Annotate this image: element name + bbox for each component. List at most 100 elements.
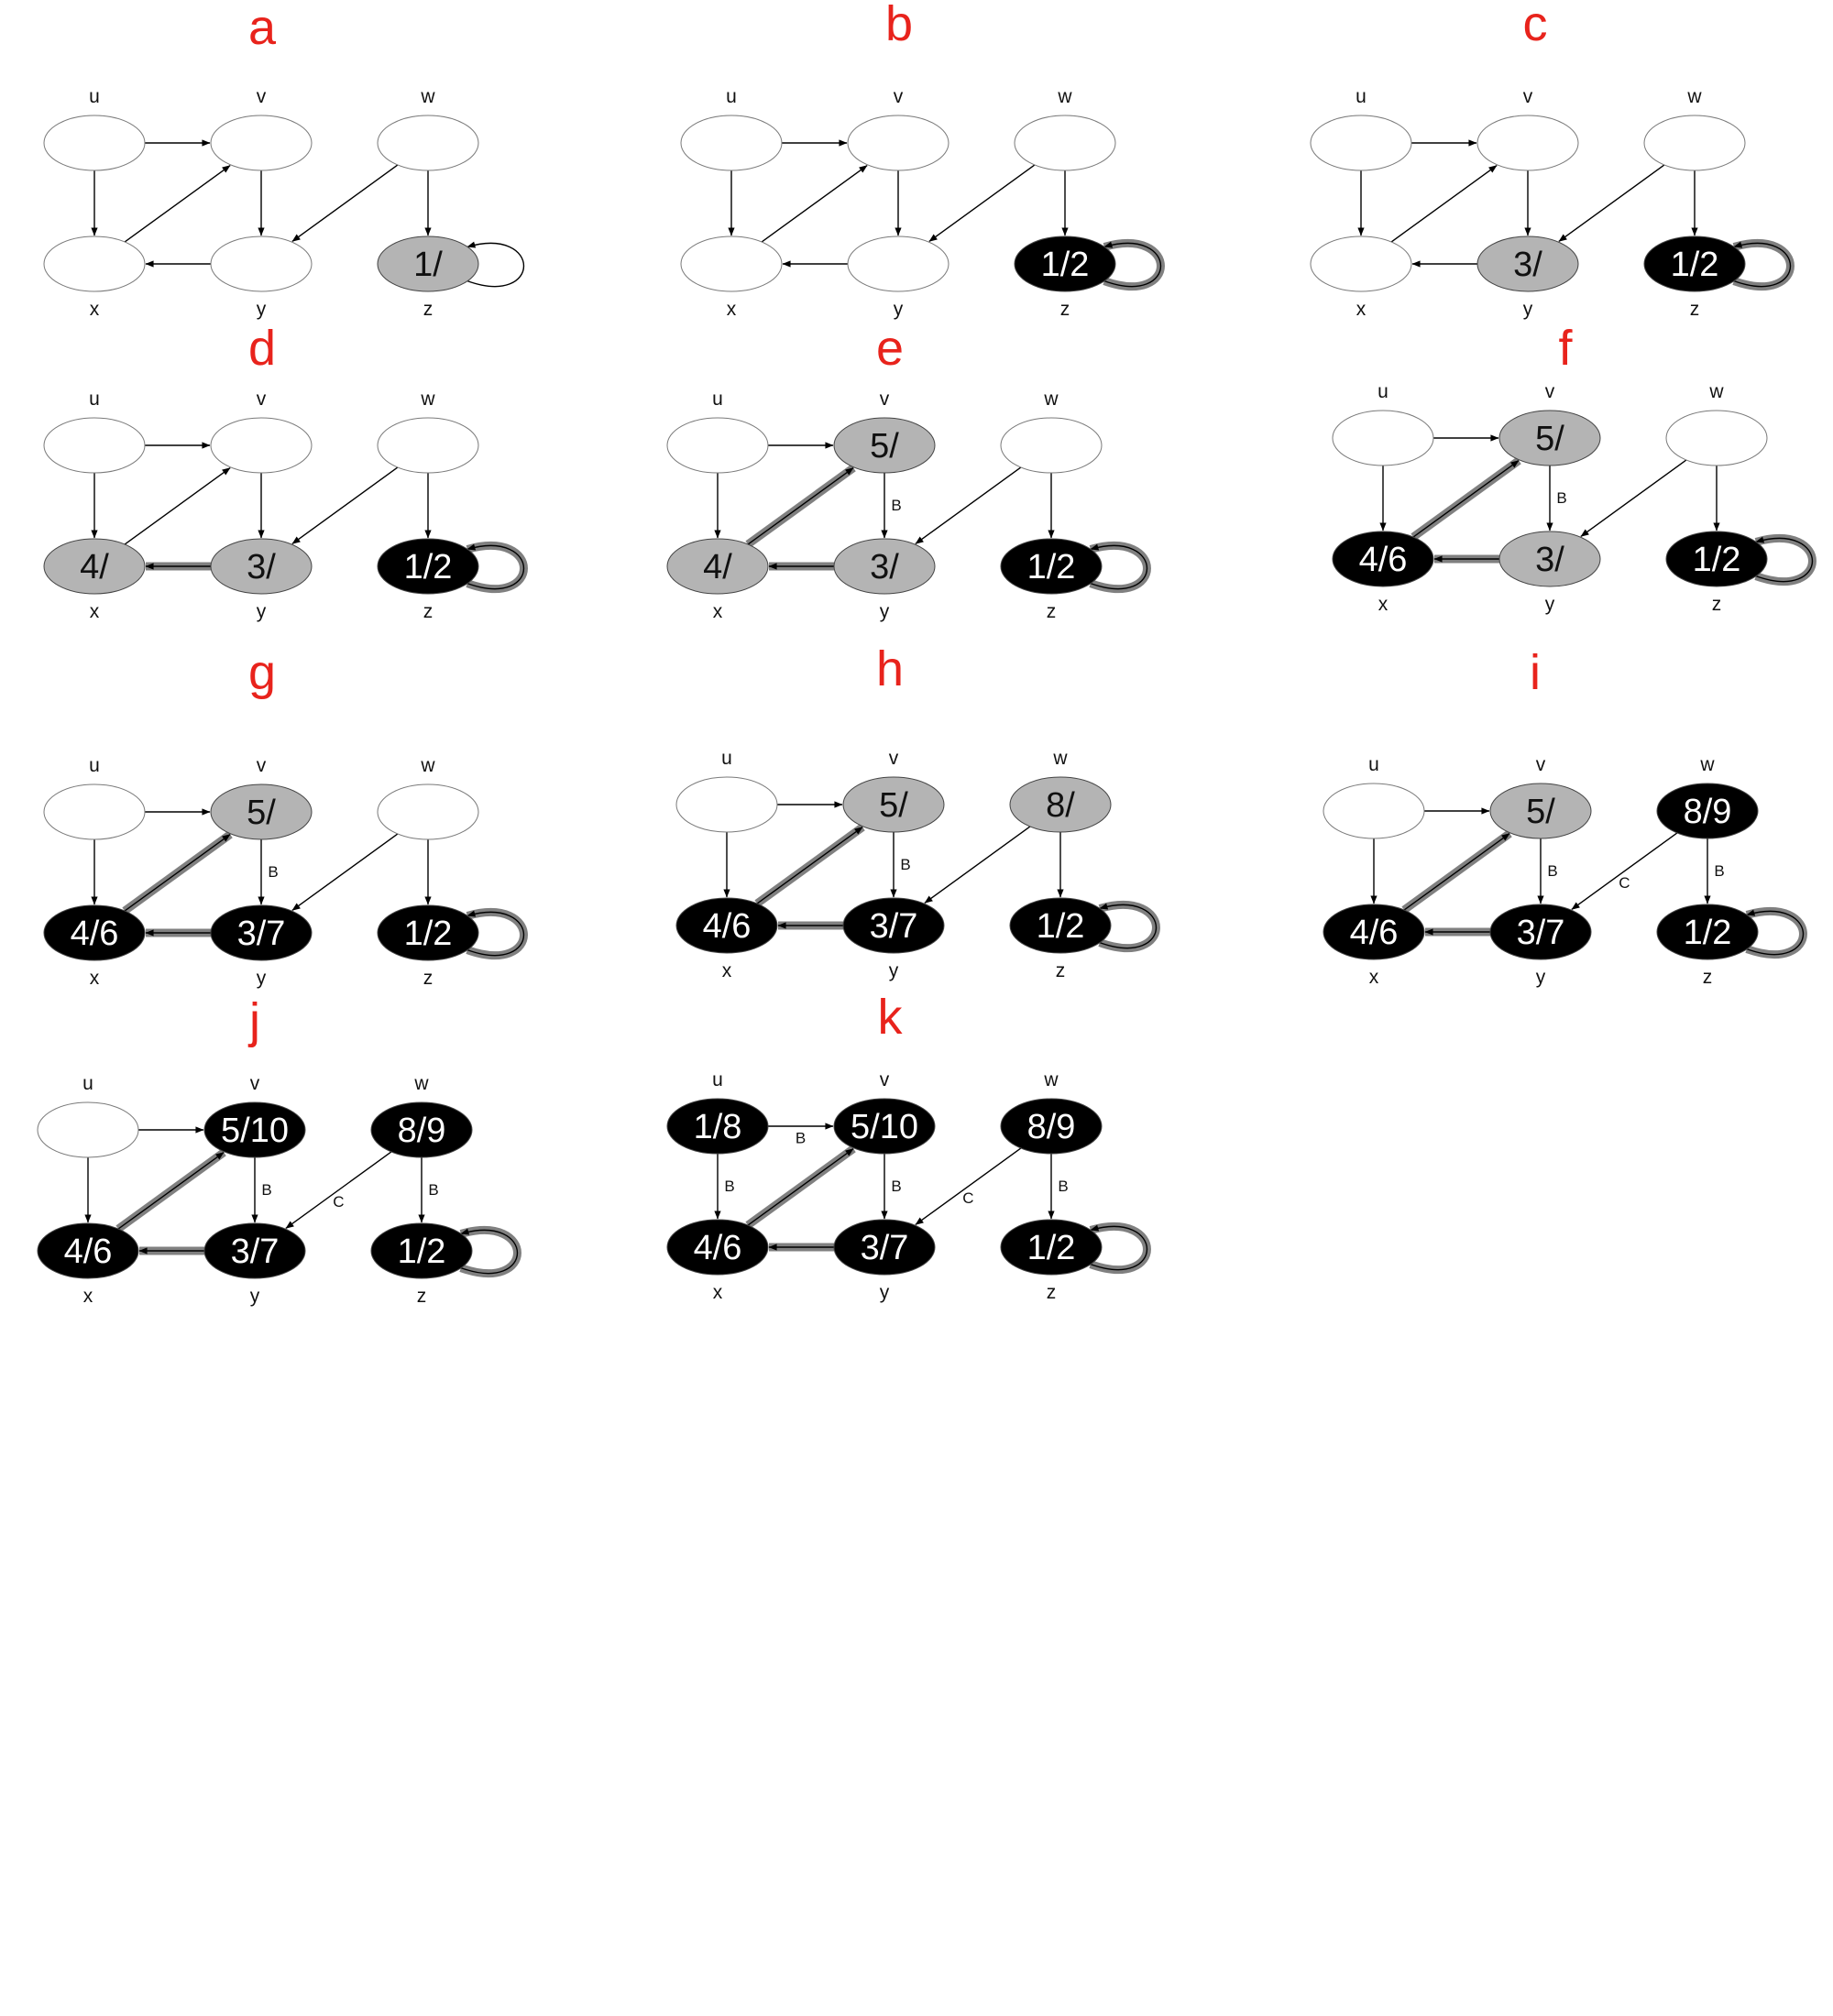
node-w	[370, 1101, 473, 1158]
node-z	[1665, 531, 1768, 587]
edge-label: B	[268, 863, 278, 881]
node-timestamp: 5/	[879, 786, 908, 825]
node-y	[842, 897, 945, 954]
vertex-label-x: x	[83, 1286, 93, 1307]
panel-title: k	[878, 990, 904, 1045]
node-v	[847, 115, 949, 171]
vertex-label-u: u	[721, 748, 732, 769]
node-timestamp: 1/2	[1671, 246, 1719, 284]
node-u	[666, 1098, 769, 1155]
node-timestamp: 1/2	[404, 548, 453, 586]
vertex-label-x: x	[722, 960, 732, 981]
node-u	[1310, 115, 1412, 171]
node-y	[847, 236, 949, 292]
vertex-label-y: y	[250, 1286, 260, 1307]
node-timestamp: 1/2	[404, 915, 453, 953]
edge-z-z	[460, 1228, 518, 1275]
vertex-label-z: z	[1703, 967, 1713, 988]
vertex-label-y: y	[880, 1282, 890, 1303]
node-x	[1332, 531, 1434, 587]
node-timestamp: 4/6	[1350, 914, 1399, 952]
node-timestamp: 8/9	[1027, 1108, 1076, 1146]
edge-label: B	[261, 1181, 271, 1199]
edge-z-z	[1090, 543, 1147, 590]
node-x	[1310, 236, 1412, 292]
vertex-label-w: w	[1708, 381, 1724, 402]
vertex-label-w: w	[1057, 86, 1072, 107]
vertex-label-w: w	[1043, 389, 1059, 410]
node-w	[377, 783, 479, 840]
node-x	[675, 897, 778, 954]
node-z	[1009, 897, 1112, 954]
edge-label: B	[891, 1178, 901, 1195]
vertex-label-x: x	[90, 601, 100, 622]
edge-z-z	[1099, 903, 1157, 949]
node-v	[833, 417, 936, 474]
vertex-label-y: y	[1536, 967, 1546, 988]
vertex-label-u: u	[712, 1069, 723, 1090]
node-x	[680, 236, 783, 292]
vertex-label-u: u	[89, 755, 100, 776]
node-w	[1000, 1098, 1103, 1155]
vertex-label-x: x	[713, 1282, 723, 1303]
vertex-label-x: x	[90, 299, 100, 320]
node-x	[43, 236, 146, 292]
node-timestamp: 3/7	[870, 907, 918, 946]
vertex-label-x: x	[1356, 299, 1367, 320]
node-y	[210, 236, 313, 292]
node-x	[666, 1219, 769, 1276]
node-u	[1323, 783, 1425, 839]
vertex-label-z: z	[1047, 1282, 1057, 1303]
edge-x-v	[1403, 832, 1510, 911]
vertex-label-w: w	[1043, 1069, 1059, 1090]
node-u	[43, 417, 146, 474]
edge-w-y	[291, 833, 399, 912]
vertex-label-y: y	[257, 601, 267, 622]
node-x	[37, 1222, 139, 1279]
node-y	[1476, 236, 1579, 292]
vertex-label-v: v	[880, 1069, 890, 1090]
node-timestamp: 1/8	[694, 1108, 742, 1146]
edge-label: B	[1714, 862, 1724, 880]
vertex-label-w: w	[420, 86, 435, 107]
edge-x-v	[124, 466, 231, 545]
vertex-label-z: z	[423, 601, 434, 622]
vertex-label-x: x	[1369, 967, 1379, 988]
edge-label: B	[724, 1178, 734, 1195]
vertex-label-y: y	[1523, 299, 1533, 320]
edge-w-y	[291, 164, 399, 243]
node-timestamp: 3/	[247, 548, 276, 586]
vertex-label-w: w	[1699, 754, 1715, 775]
node-timestamp: 3/7	[861, 1229, 909, 1267]
vertex-label-u: u	[726, 86, 737, 107]
node-timestamp: 1/2	[1684, 914, 1732, 952]
node-timestamp: 5/10	[221, 1112, 289, 1150]
vertex-label-v: v	[889, 748, 899, 769]
node-timestamp: 4/6	[1359, 541, 1408, 579]
vertex-label-u: u	[1356, 86, 1367, 107]
node-u	[43, 783, 146, 840]
node-timestamp: 3/7	[237, 915, 286, 953]
edge-label: C	[1619, 874, 1630, 892]
node-u	[666, 417, 769, 474]
vertex-label-y: y	[257, 299, 267, 320]
node-z	[1000, 538, 1103, 595]
node-w	[1014, 115, 1116, 171]
vertex-label-u: u	[1377, 381, 1388, 402]
edge-label: B	[1058, 1178, 1068, 1195]
node-timestamp: 5/	[1535, 420, 1564, 458]
node-timestamp: 3/	[1535, 541, 1564, 579]
node-x	[1323, 904, 1425, 960]
edge-x-v	[117, 1151, 225, 1230]
vertex-label-y: y	[889, 960, 899, 981]
edge-z-z	[1746, 909, 1804, 956]
edge-x-v	[124, 833, 231, 912]
node-timestamp: 1/2	[398, 1233, 446, 1271]
node-timestamp: 3/7	[1517, 914, 1565, 952]
edge-w-y	[928, 164, 1036, 243]
vertex-label-u: u	[712, 389, 723, 410]
vertex-label-z: z	[1047, 601, 1057, 622]
